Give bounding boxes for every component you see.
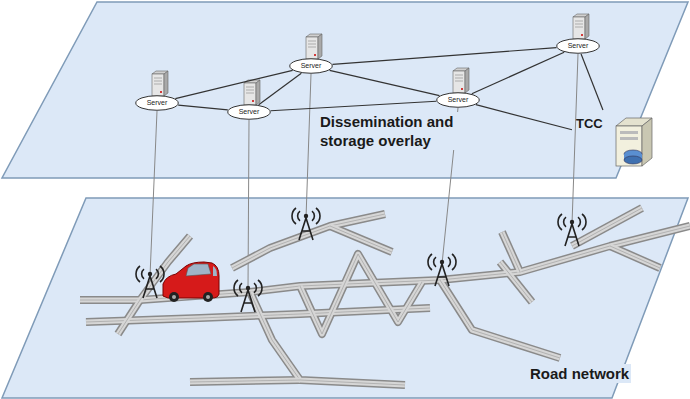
server-label: Server	[289, 58, 333, 74]
server-icon	[306, 34, 322, 59]
server-icon	[573, 14, 589, 39]
car	[163, 262, 219, 302]
server-label: Server	[227, 104, 271, 120]
network-link	[175, 70, 292, 98]
tcc-label: TCC	[576, 116, 603, 131]
server-ellipse: Server	[436, 92, 480, 108]
tcc-computer	[616, 118, 652, 166]
network-link	[472, 52, 564, 94]
network-link	[476, 105, 572, 130]
layer-title: Dissemination and storage overlay	[318, 112, 472, 150]
network-link	[271, 101, 437, 111]
layer-title: Road network	[528, 364, 631, 383]
network-link	[259, 73, 302, 105]
server-icon	[244, 80, 260, 105]
base-station	[136, 266, 164, 298]
server-ellipse: Server	[135, 95, 179, 111]
base-station	[234, 280, 262, 312]
server-ellipse: Server	[289, 58, 333, 74]
network-link	[333, 48, 557, 65]
server-label: Server	[556, 38, 600, 54]
base-station	[292, 208, 320, 240]
server-ellipse: Server	[556, 38, 600, 54]
server-label: Server	[436, 92, 480, 108]
network-link	[178, 105, 228, 110]
server-label: Server	[135, 95, 179, 111]
network-link	[581, 54, 603, 110]
base-station	[558, 214, 586, 246]
server-icon	[453, 68, 469, 93]
server-icon	[152, 71, 168, 96]
tcc-node: TCC	[572, 110, 658, 172]
server-ellipse: Server	[227, 104, 271, 120]
network-link	[330, 70, 440, 95]
base-station	[428, 254, 456, 286]
